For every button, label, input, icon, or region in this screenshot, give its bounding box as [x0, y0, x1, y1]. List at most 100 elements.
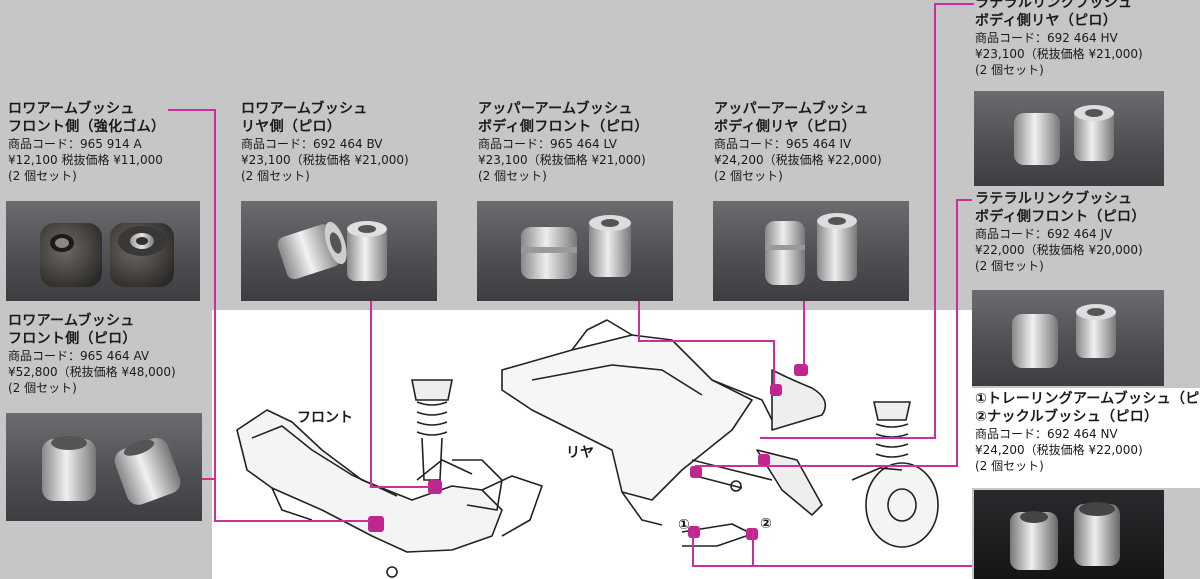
product-quantity: (2 個セット): [478, 169, 547, 183]
product-subtitle: ボディ側リヤ（ピロ）: [975, 13, 1118, 29]
product-quantity: (2 個セット): [241, 169, 310, 183]
product-subtitle: ボディ側フロント（ピロ）: [478, 119, 649, 135]
product-photo: [6, 201, 200, 301]
leader-line: [692, 565, 972, 567]
product-lateral-link-body-front: ラテラルリンクブッシュ ボディ側フロント（ピロ） 商品コード：692 464 J…: [975, 190, 1146, 274]
product-price: ¥24,200（税抜価格 ¥22,000): [714, 153, 882, 167]
product-photo: [713, 201, 909, 301]
pillow-bushing-image: [765, 213, 857, 285]
leader-line: [202, 478, 216, 480]
product-code: 商品コード：692 464 NV: [975, 427, 1118, 441]
leader-line: [760, 437, 936, 439]
product-photo: [477, 201, 673, 301]
rear-label: リヤ: [566, 445, 594, 461]
product-lower-arm-rear-pillow: ロワアームブッシュ リヤ側（ピロ） 商品コード：692 464 BV ¥23,1…: [241, 100, 409, 184]
leader-line: [956, 199, 972, 201]
bushing-marker: [770, 384, 782, 396]
leader-line: [956, 199, 958, 465]
pillow-bushing-image: [1010, 502, 1120, 570]
product-quantity: (2 個セット): [8, 381, 77, 395]
product-title: ラテラルリンクブッシュ: [975, 191, 1133, 207]
product-subtitle: リヤ側（ピロ）: [241, 119, 342, 135]
leader-line: [638, 340, 774, 342]
product-price: ¥22,000（税抜価格 ¥20,000): [975, 243, 1143, 257]
product-title: ロワアームブッシュ: [8, 313, 135, 329]
product-lateral-link-body-rear: ラテラルリンクブッシュ ボディ側リヤ（ピロ） 商品コード：692 464 HV …: [975, 0, 1143, 78]
product-subtitle: フロント側（強化ゴム）: [8, 119, 166, 135]
product-code: 商品コード：692 464 HV: [975, 31, 1118, 45]
product-title: アッパーアームブッシュ: [478, 101, 633, 117]
product-title: ①トレーリングアームブッシュ（ピロ）: [975, 391, 1200, 407]
leader-line: [638, 301, 640, 341]
product-subtitle: ②ナックルブッシュ（ピロ）: [975, 409, 1159, 425]
rear-subframe-drawing: [501, 319, 827, 547]
leader-line: [370, 486, 430, 488]
leader-line: [214, 520, 370, 522]
bushing-marker: [690, 466, 702, 478]
product-lower-arm-front-rubber: ロワアームブッシュ フロント側（強化ゴム） 商品コード：965 914 A ¥1…: [8, 100, 165, 184]
product-subtitle: ボディ側リヤ（ピロ）: [714, 119, 857, 135]
product-code: 商品コード：692 464 JV: [975, 227, 1113, 241]
pillow-bushing-image: [1012, 304, 1116, 368]
product-photo: [6, 413, 202, 521]
product-code: 商品コード：965 464 AV: [8, 349, 150, 363]
bushing-marker: [688, 526, 700, 538]
pillow-bushing-image: [277, 221, 387, 281]
product-code: 商品コード：692 464 BV: [241, 137, 383, 151]
leader-line: [370, 301, 372, 487]
product-price: ¥24,200（税抜価格 ¥22,000): [975, 443, 1143, 457]
product-photo: [972, 290, 1164, 386]
pillow-bushing-image: [1014, 105, 1114, 165]
product-quantity: (2 個セット): [975, 259, 1044, 273]
product-subtitle: フロント側（ピロ）: [8, 331, 137, 347]
leader-line: [168, 109, 216, 111]
product-title: アッパーアームブッシュ: [714, 101, 869, 117]
bushing-markers: [368, 364, 808, 540]
product-upper-arm-body-rear: アッパーアームブッシュ ボディ側リヤ（ピロ） 商品コード：965 464 IV …: [714, 100, 882, 184]
product-lower-arm-front-pillow: ロワアームブッシュ フロント側（ピロ） 商品コード：965 464 AV ¥52…: [8, 312, 176, 396]
bushing-marker: [428, 480, 442, 494]
leader-line: [214, 109, 216, 521]
leader-line: [934, 3, 936, 438]
bushing-marker: [794, 364, 808, 376]
product-price: ¥23,100（税抜価格 ¥21,000): [241, 153, 409, 167]
product-trailing-arm-knuckle: ①トレーリングアームブッシュ（ピロ） ②ナックルブッシュ（ピロ） 商品コード：6…: [975, 390, 1200, 474]
front-subframe-drawing: [236, 409, 543, 578]
bushing-marker: [368, 516, 384, 532]
product-photo: [241, 201, 437, 301]
product-code: 商品コード：965 464 IV: [714, 137, 852, 151]
product-price: ¥52,800（税抜価格 ¥48,000): [8, 365, 176, 379]
diagram-area-right: [968, 388, 1200, 488]
product-quantity: (2 個セット): [714, 169, 783, 183]
product-price: ¥12,100 税抜価格 ¥11,000: [8, 153, 163, 167]
product-price: ¥23,100（税抜価格 ¥21,000): [975, 47, 1143, 61]
product-photo: [974, 490, 1164, 579]
leader-line: [773, 340, 775, 386]
product-title: ラテラルリンクブッシュ: [975, 0, 1133, 11]
product-quantity: (2 個セット): [975, 63, 1044, 77]
pillow-bushing-image: [521, 215, 631, 279]
product-quantity: (2 個セット): [8, 169, 77, 183]
front-label: フロント: [297, 410, 353, 426]
front-strut-drawing: [411, 379, 503, 511]
product-price: ¥23,100（税抜価格 ¥21,000): [478, 153, 646, 167]
leader-line: [934, 3, 974, 5]
pillow-bushing-image: [42, 436, 181, 505]
product-title: ロワアームブッシュ: [241, 101, 368, 117]
bushing-marker: [758, 454, 770, 466]
number-one-label: ①: [678, 517, 690, 533]
leader-line: [695, 465, 958, 467]
number-two-label: ②: [760, 516, 772, 532]
product-code: 商品コード：965 464 LV: [478, 137, 618, 151]
suspension-diagram: [236, 319, 939, 578]
leader-line: [752, 530, 754, 566]
product-title: ロワアームブッシュ: [8, 101, 135, 117]
product-subtitle: ボディ側フロント（ピロ）: [975, 209, 1146, 225]
product-quantity: (2 個セット): [975, 459, 1044, 473]
rubber-bushing-image: [40, 223, 174, 287]
product-photo: [974, 91, 1164, 186]
rear-strut-drawing: [851, 401, 939, 548]
leader-line: [803, 301, 805, 367]
product-upper-arm-body-front: アッパーアームブッシュ ボディ側フロント（ピロ） 商品コード：965 464 L…: [478, 100, 649, 184]
leader-line: [692, 530, 694, 566]
